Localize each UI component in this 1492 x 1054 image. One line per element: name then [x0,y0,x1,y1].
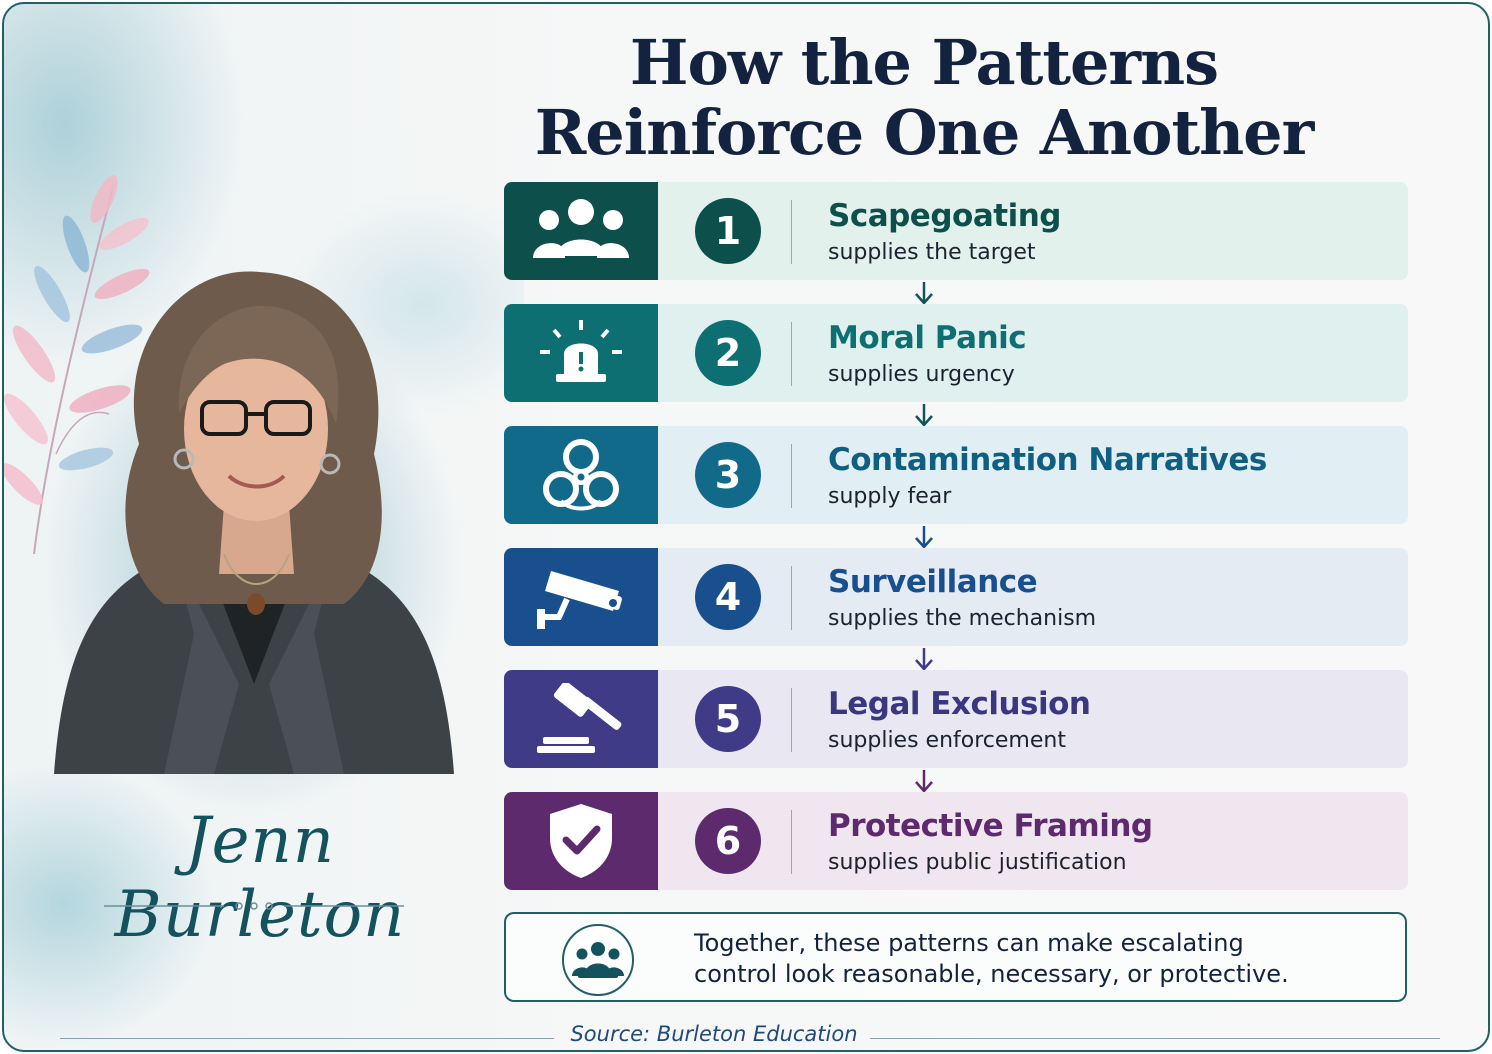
pattern-divider [791,444,792,508]
title-line-2: Reinforce One Another [534,96,1315,169]
summary-text: Together, these patterns can make escala… [694,928,1384,990]
shield-check-icon [550,804,612,878]
summary-line-2: control look reasonable, necessary, or p… [694,960,1289,988]
alarm-siren-icon [540,320,622,382]
pattern-subtitle: supplies public justification [828,850,1127,875]
pattern-icon-tile [504,182,658,280]
pattern-number-badge: 6 [695,808,761,874]
source-rule-left [60,1038,554,1039]
pattern-divider [791,810,792,874]
pattern-title: Legal Exclusion [828,686,1091,722]
pattern-divider [791,688,792,752]
flow-arrow-icon [915,526,933,549]
pattern-icon-tile [504,426,658,524]
community-icon [572,942,624,978]
flow-arrow-icon [915,282,933,305]
flow-arrow-icon [915,770,933,793]
pattern-number-badge: 3 [695,442,761,508]
pattern-divider [791,566,792,630]
pattern-number-badge: 2 [695,320,761,386]
signature-flourish [104,902,404,910]
pattern-band [658,182,1408,280]
source-credit: Source: Burleton Education [570,1022,858,1046]
security-camera-icon [537,571,622,629]
pattern-row-contamination-narratives: 3 Contamination Narratives supply fear [504,426,1408,524]
pattern-subtitle: supply fear [828,484,952,509]
pattern-title: Contamination Narratives [828,442,1267,478]
pattern-title: Protective Framing [828,808,1153,844]
pattern-row-surveillance: 4 Surveillance supplies the mechanism [504,548,1408,646]
pattern-title: Scapegoating [828,198,1061,234]
pattern-band [658,792,1408,890]
author-signature: Jenn Burleton [114,804,406,952]
pattern-subtitle: supplies enforcement [828,728,1066,753]
pattern-subtitle: supplies urgency [828,362,1015,387]
pattern-title: Moral Panic [828,320,1027,356]
pattern-icon-tile [504,548,658,646]
pattern-title: Surveillance [828,564,1038,600]
pattern-row-moral-panic: 2 Moral Panic supplies urgency [504,304,1408,402]
pattern-row-scapegoating: 1 Scapegoating supplies the target [504,182,1408,280]
title-line-1: How the Patterns [629,26,1219,99]
summary-note: Together, these patterns can make escala… [504,912,1407,1002]
biohazard-icon [543,439,619,511]
pattern-divider [791,200,792,264]
pattern-subtitle: supplies the mechanism [828,606,1097,631]
pattern-row-protective-framing: 6 Protective Framing supplies public jus… [504,792,1408,890]
pattern-number-badge: 1 [695,198,761,264]
pattern-number-badge: 5 [695,686,761,752]
pattern-icon-tile [504,670,658,768]
summary-line-1: Together, these patterns can make escala… [694,929,1244,957]
flow-arrow-icon [915,404,933,427]
pattern-icon-tile [504,792,658,890]
pattern-subtitle: supplies the target [828,240,1036,265]
gavel-icon [537,683,622,753]
pattern-icon-tile [504,304,658,402]
people-group-icon [533,199,629,258]
pattern-row-legal-exclusion: 5 Legal Exclusion supplies enforcement [504,670,1408,768]
flow-arrow-icon [915,648,933,671]
pattern-band [658,670,1408,768]
source-rule-right [870,1038,1440,1039]
pattern-divider [791,322,792,386]
author-portrait [44,254,464,774]
pattern-band [658,304,1408,402]
pattern-band [658,426,1408,524]
note-icon-badge [562,924,634,996]
page-title: How the Patterns Reinforce One Another [504,28,1344,168]
pattern-number-badge: 4 [695,564,761,630]
pattern-band [658,548,1408,646]
